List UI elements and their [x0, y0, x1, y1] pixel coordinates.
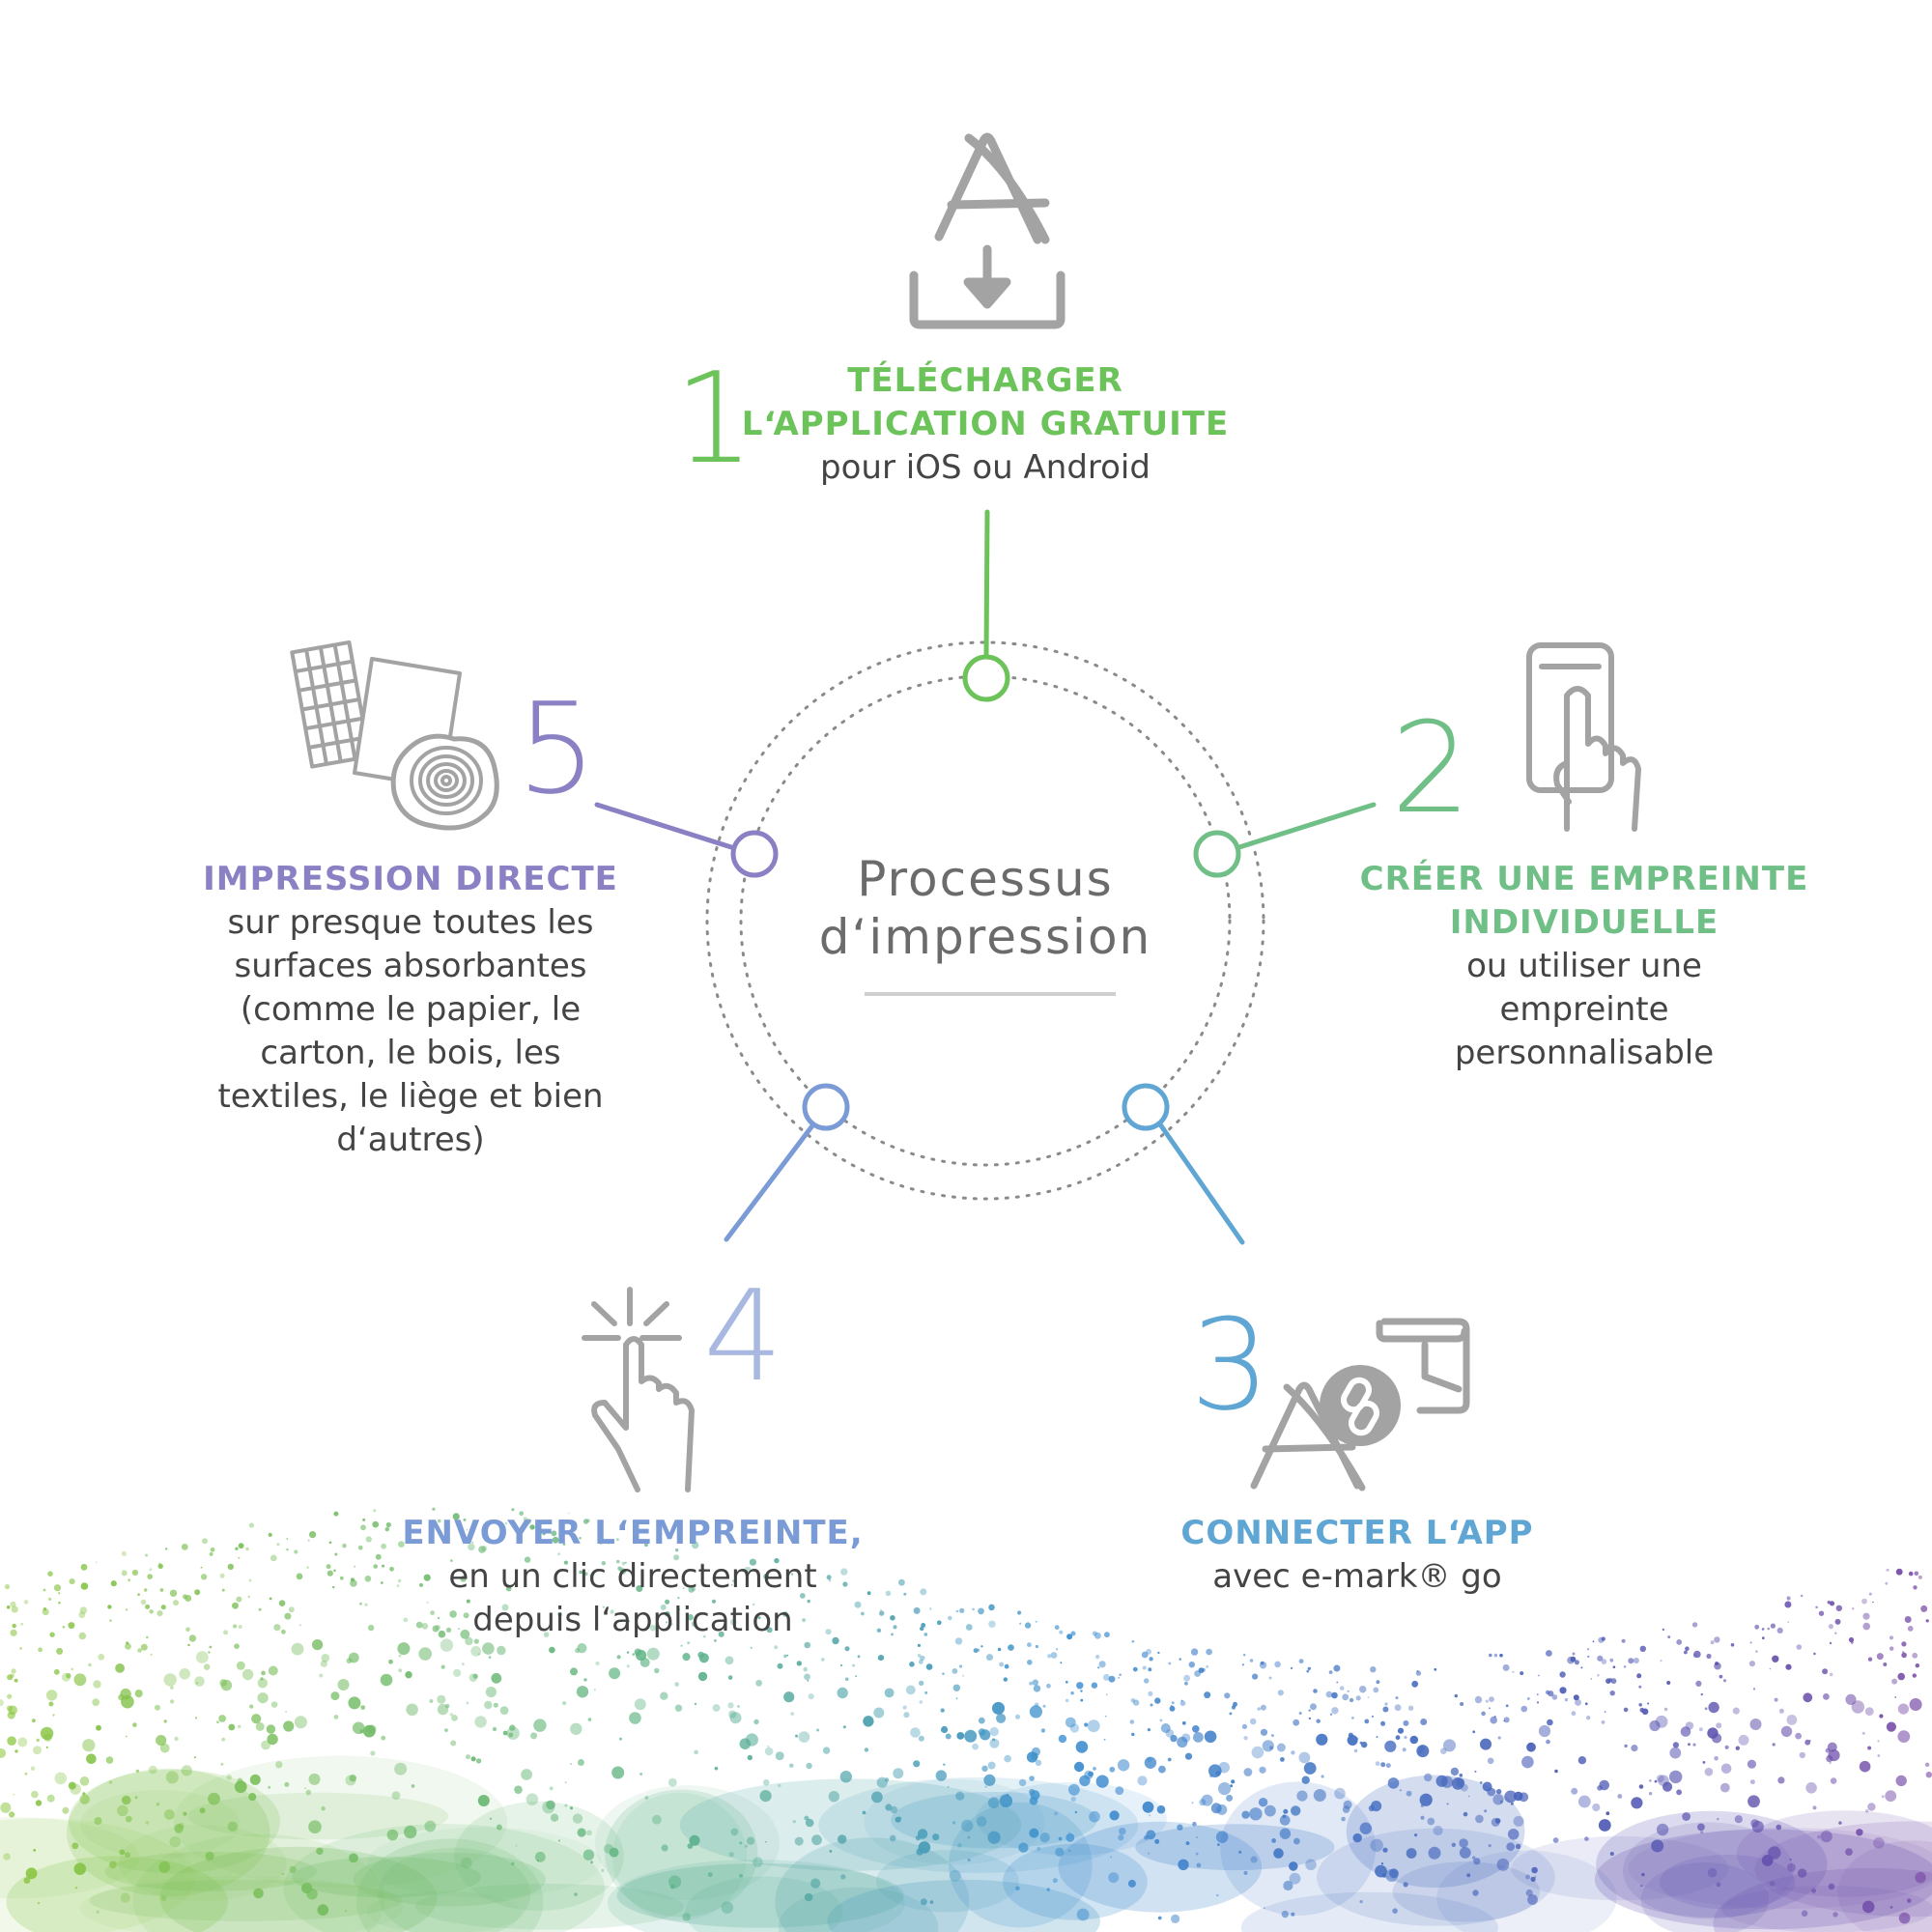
connector-step-3 [1122, 1083, 1245, 1245]
step-5-body-line-1: sur presque toutes les [227, 903, 594, 942]
step-4-number: 4 [703, 1263, 783, 1409]
connector-step-2 [1193, 802, 1377, 878]
step-2-body-line-1: ou utiliser une [1466, 947, 1702, 985]
step-3-body-line-1: avec e-mark® go [1212, 1557, 1502, 1596]
step-1-text: TÉLÉCHARGER L‘APPLICATION GRATUITE pour … [696, 359, 1275, 490]
step-2-text: CRÉER UNE EMPREINTE INDIVIDUELLE ou util… [1333, 858, 1835, 1075]
step-3-title-line-1: CONNECTER L‘APP [1180, 1514, 1534, 1552]
step-2-body-line-2: empreinte [1499, 990, 1669, 1029]
materials-icon [290, 639, 499, 831]
step-1-body-line-1: pour iOS ou Android [820, 448, 1151, 487]
step-5-body-line-6: d‘autres) [336, 1121, 485, 1159]
connector-step-1 [962, 509, 1010, 702]
step-5-body-line-3: (comme le papier, le [240, 990, 582, 1029]
step-5-body-line-2: surfaces absorbantes [234, 947, 587, 985]
step-2-body-line-3: personnalisable [1454, 1034, 1715, 1072]
connector-step-5 [594, 802, 779, 878]
paint-splash-decoration [0, 1507, 1932, 1932]
center-underline [865, 992, 1116, 996]
step-2-title-line-2: INDIVIDUELLE [1449, 903, 1719, 942]
connector-step-4 [724, 1083, 850, 1242]
phone-touch-icon [1526, 642, 1641, 832]
step-1-title-line-2: L‘APPLICATION GRATUITE [741, 405, 1230, 443]
step-4-body-line-1: en un clic directement [448, 1557, 817, 1596]
step-3-text: CONNECTER L‘APP avec e-mark® go [1140, 1512, 1575, 1599]
step-3-number: 3 [1190, 1292, 1270, 1438]
app-link-device-icon [1250, 1318, 1470, 1492]
step-4-body-line-2: depuis l‘application [472, 1601, 793, 1639]
step-4-title-line-1: ENVOYER L‘EMPREINTE, [402, 1514, 864, 1552]
step-1-title-line-1: TÉLÉCHARGER [847, 361, 1123, 400]
step-5-body-line-5: textiles, le liège et bien [217, 1077, 604, 1116]
center-label: Processus d‘impression [773, 850, 1198, 966]
center-label-line-1: Processus [857, 851, 1114, 907]
step-2-number: 2 [1391, 695, 1471, 841]
center-label-line-2: d‘impression [818, 909, 1152, 965]
step-5-text: IMPRESSION DIRECTE sur presque toutes le… [169, 858, 652, 1162]
step-1-number: 1 [674, 345, 754, 492]
step-5-number: 5 [517, 675, 597, 822]
outer-dotted-ring [705, 640, 1265, 1201]
inner-dotted-ring [739, 674, 1232, 1167]
step-4-text: ENVOYER L‘EMPREINTE, en un clic directem… [382, 1512, 884, 1642]
step-5-title-line-1: IMPRESSION DIRECTE [203, 860, 618, 898]
finger-click-icon [582, 1287, 695, 1492]
step-2-title-line-1: CRÉER UNE EMPREINTE [1359, 860, 1809, 898]
step-5-body-line-4: carton, le bois, les [260, 1034, 561, 1072]
app-download-icon [909, 132, 1065, 329]
